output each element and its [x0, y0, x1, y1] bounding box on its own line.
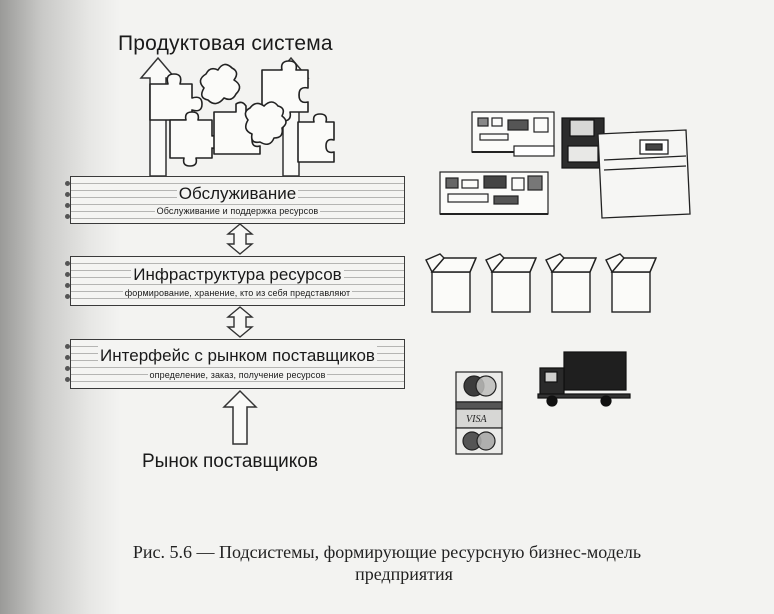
- binding-dots: [65, 344, 73, 388]
- layer-subtitle: Обслуживание и поддержка ресурсов: [154, 206, 321, 216]
- layer-subtitle: формирование, хранение, кто из себя пред…: [122, 288, 353, 298]
- layer-resource-infrastructure: Инфраструктура ресурсов формирование, хр…: [65, 256, 405, 306]
- circuit-board-icon: [439, 171, 549, 215]
- box-icon: [605, 253, 658, 313]
- binding-dots: [65, 261, 73, 305]
- layer-title: Обслуживание: [176, 184, 299, 203]
- credit-card-icon: [455, 371, 503, 403]
- supplier-market-label: Рынок поставщиков: [142, 451, 318, 472]
- product-system-label: Продуктовая система: [118, 32, 333, 55]
- floppy-disk-icon: [561, 117, 605, 169]
- layer-title: Инфраструктура ресурсов: [131, 265, 344, 284]
- truck-icon: [537, 351, 631, 407]
- figure-caption: Рис. 5.6 — Подсистемы, формирующие ресур…: [0, 541, 774, 585]
- layer-title: Интерфейс с рынком поставщиков: [98, 346, 377, 365]
- computer-case-icon: [597, 129, 691, 219]
- mastercard-icon: [455, 427, 503, 455]
- layer-service: Обслуживание Обслуживание и поддержка ре…: [65, 176, 405, 224]
- double-arrow-2: [226, 306, 254, 338]
- page-edge-shadow: [0, 0, 120, 614]
- circuit-board-icon: [471, 111, 555, 157]
- box-icon: [485, 253, 538, 313]
- double-arrow-1: [226, 223, 254, 255]
- caption-line-1: Рис. 5.6 — Подсистемы, формирующие ресур…: [132, 542, 642, 562]
- layer-subtitle: определение, заказ, получение ресурсов: [147, 370, 328, 380]
- puzzle-icon: [149, 60, 335, 167]
- binding-dots: [65, 181, 73, 225]
- caption-line-2: предприятия: [355, 564, 453, 584]
- visa-card-label: VISA: [466, 414, 487, 425]
- box-icon: [425, 253, 478, 313]
- box-icon: [545, 253, 598, 313]
- up-arrow-bottom: [222, 389, 258, 445]
- layer-supplier-interface: Интерфейс с рынком поставщиков определен…: [65, 339, 405, 389]
